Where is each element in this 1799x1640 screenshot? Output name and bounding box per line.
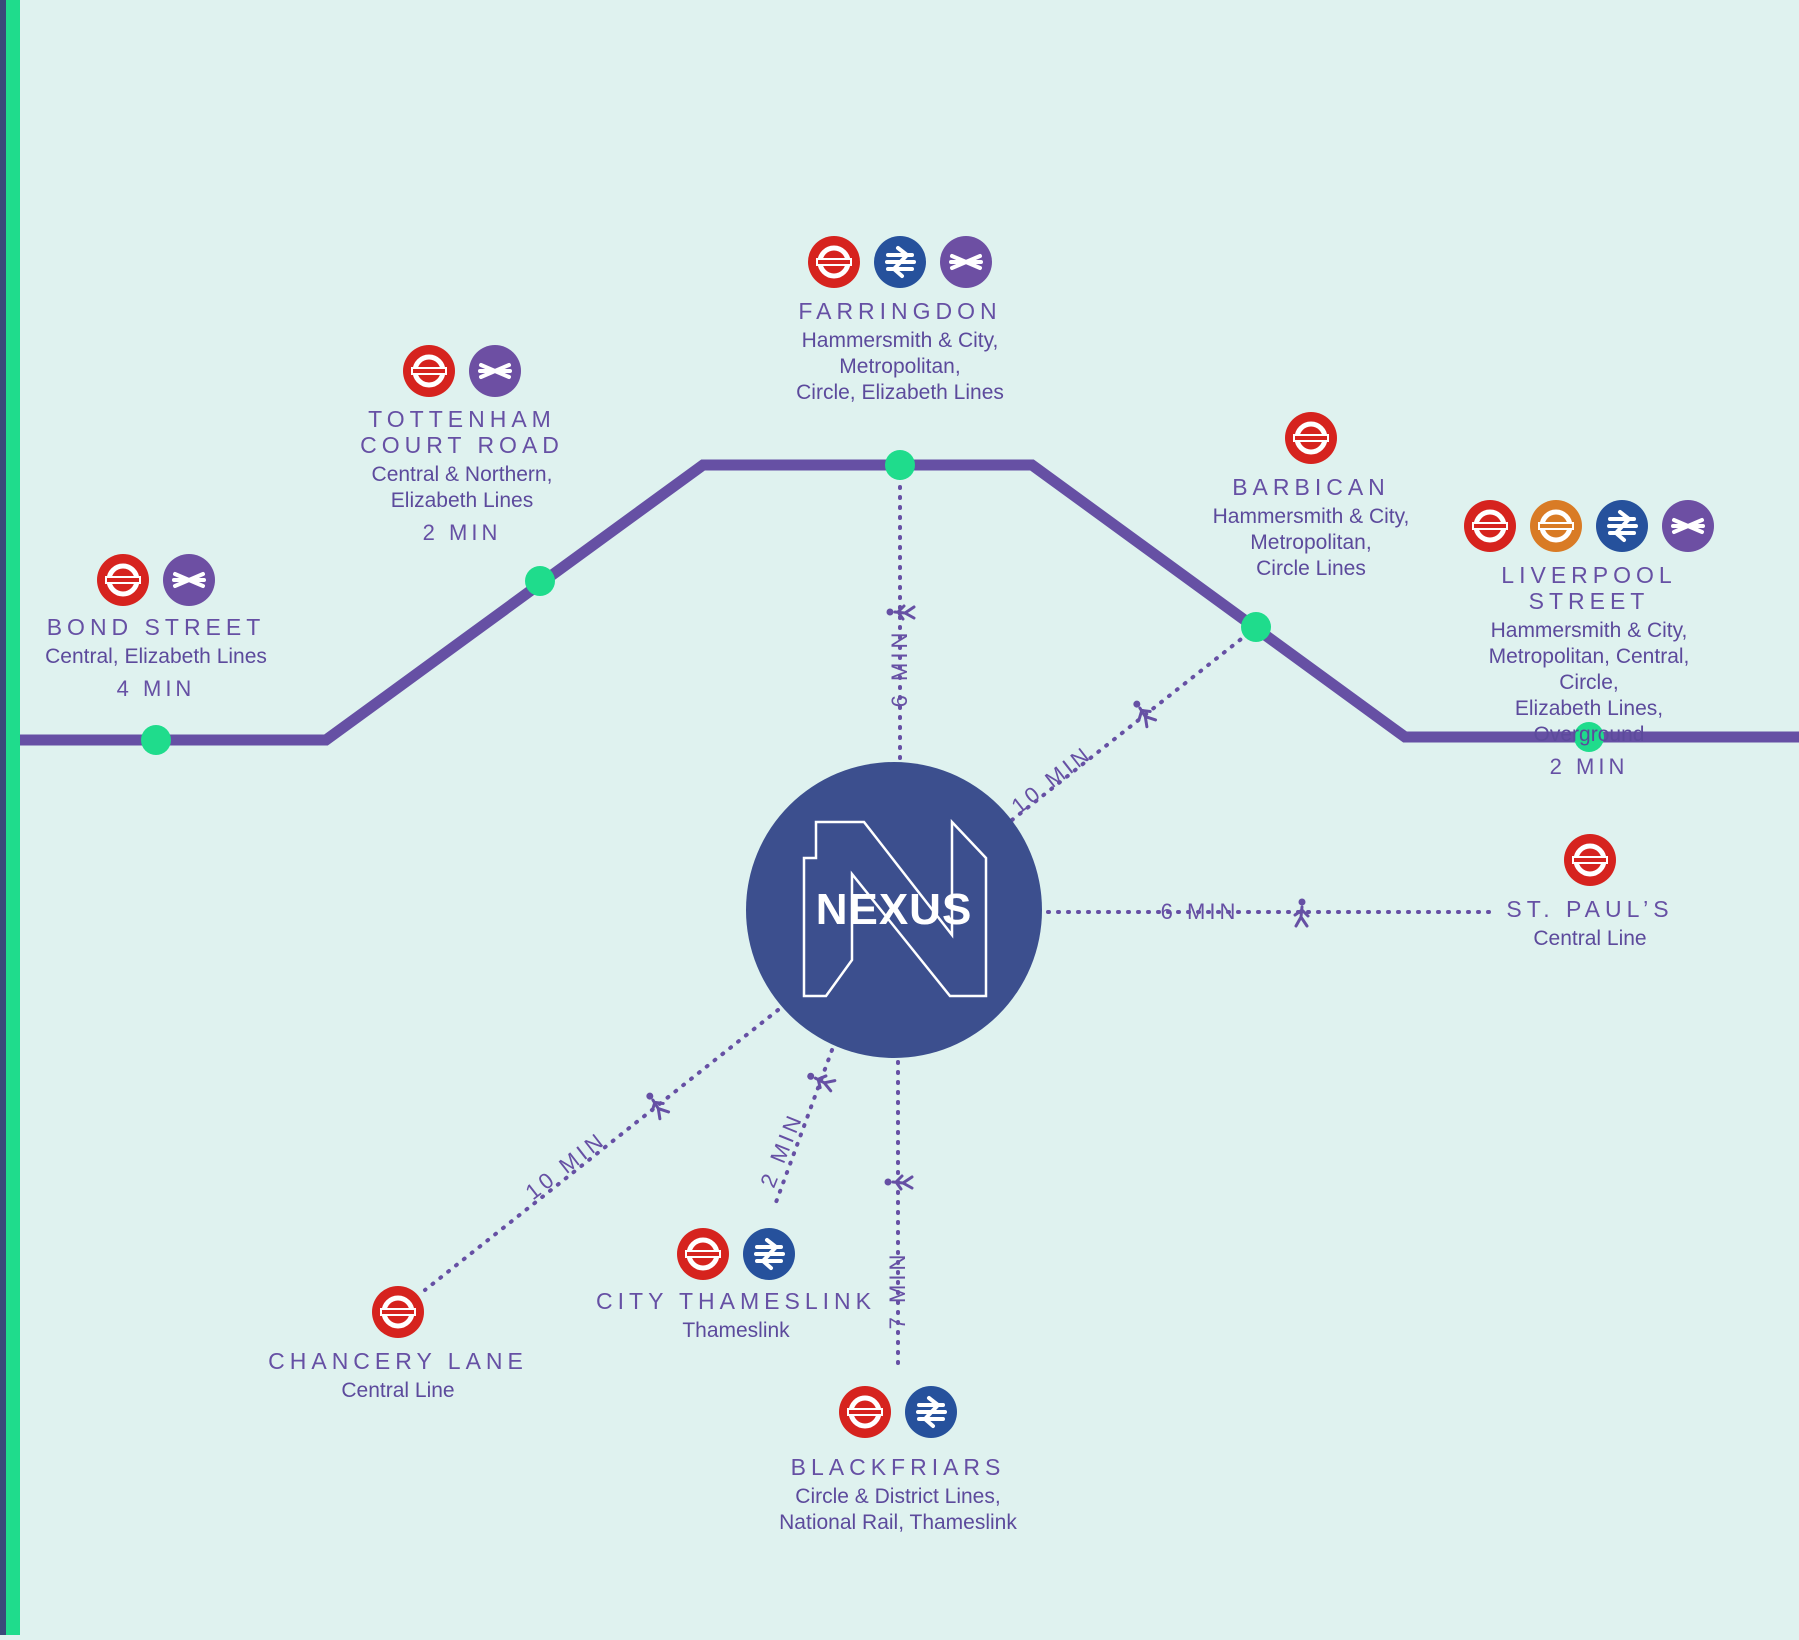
rail-line	[20, 459, 1799, 746]
underground-icon	[403, 345, 455, 397]
walk-path-city-thameslink	[773, 1048, 834, 1207]
station-dot-farringdon[interactable]	[885, 450, 915, 480]
station-lines: Central Line	[341, 1379, 455, 1402]
underground-icon	[372, 1286, 424, 1338]
station-label-city-thameslink[interactable]: CITY THAMESLINK Thameslink	[596, 1288, 876, 1344]
station-label-blackfriars[interactable]: BLACKFRIARS Circle & District Lines, Nati…	[779, 1454, 1017, 1536]
left-edge-strip	[0, 0, 20, 1635]
station-lines: Central, Elizabeth Lines	[45, 645, 267, 668]
national-rail-icon	[905, 1386, 957, 1438]
overground-icon	[1530, 500, 1582, 552]
national-rail-icon	[743, 1228, 795, 1280]
service-icons-st-pauls	[1564, 834, 1616, 886]
station-lines: Hammersmith & City, Metropolitan, Centra…	[1488, 619, 1690, 746]
station-lines: Central & Northern, Elizabeth Lines	[371, 463, 553, 512]
service-icons-city-thameslink	[677, 1228, 795, 1280]
station-label-farringdon[interactable]: FARRINGDON Hammersmith & City, Metropolit…	[796, 298, 1004, 406]
station-label-tottenham-court-road[interactable]: TOTTENHAM COURT ROAD Central & Northern, …	[360, 406, 564, 546]
service-icons-barbican	[1285, 412, 1337, 464]
elizabeth-icon	[469, 345, 521, 397]
station-travel-time: 2 MIN	[1549, 754, 1629, 779]
station-name: CHANCERY LANE	[268, 1348, 528, 1374]
walking-person-icon	[884, 1174, 914, 1191]
station-name: TOTTENHAM COURT ROAD	[360, 406, 564, 458]
service-icons-blackfriars	[839, 1386, 957, 1438]
station-name: FARRINGDON	[798, 298, 1002, 324]
station-lines: Thameslink	[682, 1319, 790, 1342]
station-label-bond-street[interactable]: BOND STREET Central, Elizabeth Lines 4 MIN	[45, 614, 267, 702]
service-icons-farringdon	[808, 236, 992, 288]
station-label-st-pauls[interactable]: ST. PAUL’S Central Line	[1506, 896, 1673, 952]
station-dot-tottenham-court-road[interactable]	[525, 566, 555, 596]
station-name: BARBICAN	[1232, 474, 1390, 500]
station-dot-bond-street[interactable]	[141, 725, 171, 755]
underground-icon	[677, 1228, 729, 1280]
station-label-barbican[interactable]: BARBICAN Hammersmith & City, Metropolitan…	[1213, 474, 1410, 582]
walking-person-icon	[646, 1092, 671, 1121]
station-lines: Central Line	[1533, 927, 1647, 950]
underground-icon	[97, 554, 149, 606]
walking-person-icon	[1293, 898, 1310, 928]
station-travel-time: 4 MIN	[116, 676, 196, 701]
underground-icon	[808, 236, 860, 288]
underground-icon	[1564, 834, 1616, 886]
walk-path-barbican	[1010, 634, 1247, 822]
national-rail-icon	[1596, 500, 1648, 552]
station-name: ST. PAUL’S	[1506, 896, 1674, 922]
walking-person-icon	[1133, 700, 1158, 729]
station-label-chancery-lane[interactable]: CHANCERY LANE Central Line	[268, 1348, 528, 1404]
walking-person-icon	[886, 604, 916, 621]
hub-title: NEXUS	[815, 885, 973, 934]
walk-time-blackfriars: 7 MIN	[885, 1250, 910, 1330]
elizabeth-icon	[940, 236, 992, 288]
station-dot-barbican[interactable]	[1241, 612, 1271, 642]
station-name: CITY THAMESLINK	[596, 1288, 876, 1314]
walk-time-farringdon: 6 MIN	[887, 628, 912, 708]
station-name: LIVERPOOL STREET	[1501, 562, 1677, 614]
underground-icon	[839, 1386, 891, 1438]
underground-icon	[1285, 412, 1337, 464]
service-icons-bond-street	[97, 554, 215, 606]
elizabeth-icon	[1662, 500, 1714, 552]
underground-icon	[1464, 500, 1516, 552]
service-icons-tottenham-court-road	[403, 345, 521, 397]
walk-time-st-pauls: 6 MIN	[1160, 899, 1240, 924]
service-icons-chancery-lane	[372, 1286, 424, 1338]
station-name: BOND STREET	[46, 614, 266, 640]
nexus-logo-icon	[802, 818, 988, 998]
station-lines: Circle & District Lines, National Rail, …	[779, 1485, 1017, 1534]
station-travel-time: 2 MIN	[422, 520, 502, 545]
national-rail-icon	[874, 236, 926, 288]
service-icons-liverpool-street	[1464, 500, 1714, 552]
nexus-hub[interactable]	[746, 762, 1042, 1058]
walking-person-icon	[807, 1072, 837, 1093]
station-name: BLACKFRIARS	[790, 1454, 1006, 1480]
station-lines: Hammersmith & City, Metropolitan, Circle…	[1212, 505, 1410, 580]
station-dot-liverpool-street[interactable]	[1574, 722, 1604, 752]
station-lines: Hammersmith & City, Metropolitan, Circle…	[796, 329, 1004, 404]
elizabeth-icon	[163, 554, 215, 606]
